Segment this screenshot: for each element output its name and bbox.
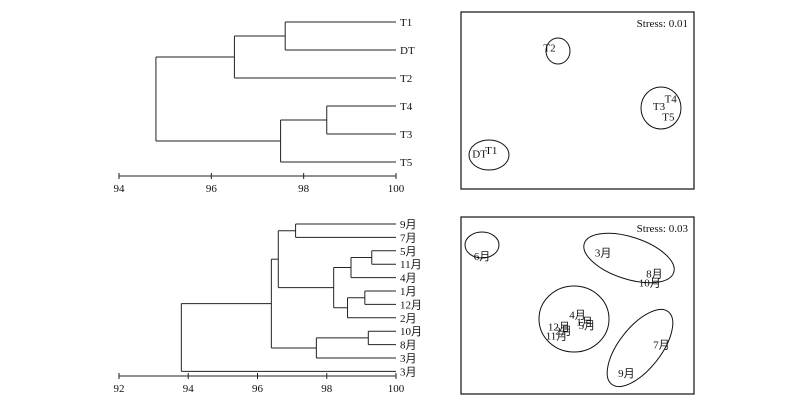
leaf-label: T3 (400, 129, 413, 141)
point-label: 8月 (646, 269, 663, 281)
stress-label: Stress: 0.03 (637, 223, 689, 235)
point-label: T5 (662, 111, 675, 123)
point-label: T2 (543, 42, 555, 54)
group-ellipse (606, 309, 674, 387)
x-tick-label: 96 (206, 183, 218, 195)
point-label: 11月 (546, 331, 568, 343)
point-label: 10月 (639, 277, 661, 289)
x-tick-label: 92 (114, 383, 125, 395)
leaf-label: 5月 (400, 246, 417, 258)
leaf-label: T2 (400, 73, 412, 85)
leaf-label: 9月 (400, 219, 417, 231)
leaf-label: 8月 (400, 340, 417, 352)
group-ellipse (464, 231, 500, 259)
point-label: 1月 (576, 316, 593, 328)
point-label: T4 (665, 94, 678, 106)
x-tick-label: 94 (114, 183, 126, 195)
point-label: DT (472, 149, 487, 161)
point-label: 9月 (618, 368, 635, 380)
point-label: 4月 (569, 309, 586, 321)
group-ellipse (583, 232, 675, 284)
group-ellipse (640, 86, 682, 130)
point-label: T1 (485, 145, 497, 157)
x-tick-label: 96 (252, 383, 264, 395)
x-tick-label: 98 (321, 383, 333, 395)
leaf-label: T4 (400, 101, 413, 113)
x-tick-label: 94 (183, 383, 195, 395)
leaf-label: 10月 (400, 326, 422, 338)
point-label: 12月 (548, 322, 570, 334)
point-label: 5月 (579, 320, 596, 332)
leaf-label: T5 (400, 157, 413, 169)
leaf-label: DT (400, 45, 415, 57)
stress-label: Stress: 0.01 (637, 18, 688, 30)
x-tick-label: 100 (388, 183, 405, 195)
leaf-label: T1 (400, 17, 412, 29)
leaf-label: 3月 (400, 366, 417, 378)
group-ellipse (545, 37, 571, 65)
leaf-label: 7月 (400, 232, 417, 244)
x-tick-label: 98 (298, 183, 310, 195)
group-ellipse (468, 139, 510, 171)
leaf-label: 12月 (400, 299, 422, 311)
group-ellipse (538, 285, 610, 353)
leaf-label: 11月 (400, 259, 422, 271)
x-tick-label: 100 (388, 383, 405, 395)
plot-frame (460, 11, 695, 190)
point-label: 3月 (595, 247, 612, 259)
point-label: T3 (653, 101, 666, 113)
point-label: 7月 (653, 339, 670, 351)
leaf-label: 3月 (400, 353, 417, 365)
leaf-label: 4月 (400, 273, 417, 285)
leaf-label: 2月 (400, 313, 417, 325)
point-label: 6月 (474, 251, 491, 263)
plot-frame (460, 216, 695, 395)
leaf-label: 1月 (400, 286, 417, 298)
point-label: 2月 (555, 325, 572, 337)
